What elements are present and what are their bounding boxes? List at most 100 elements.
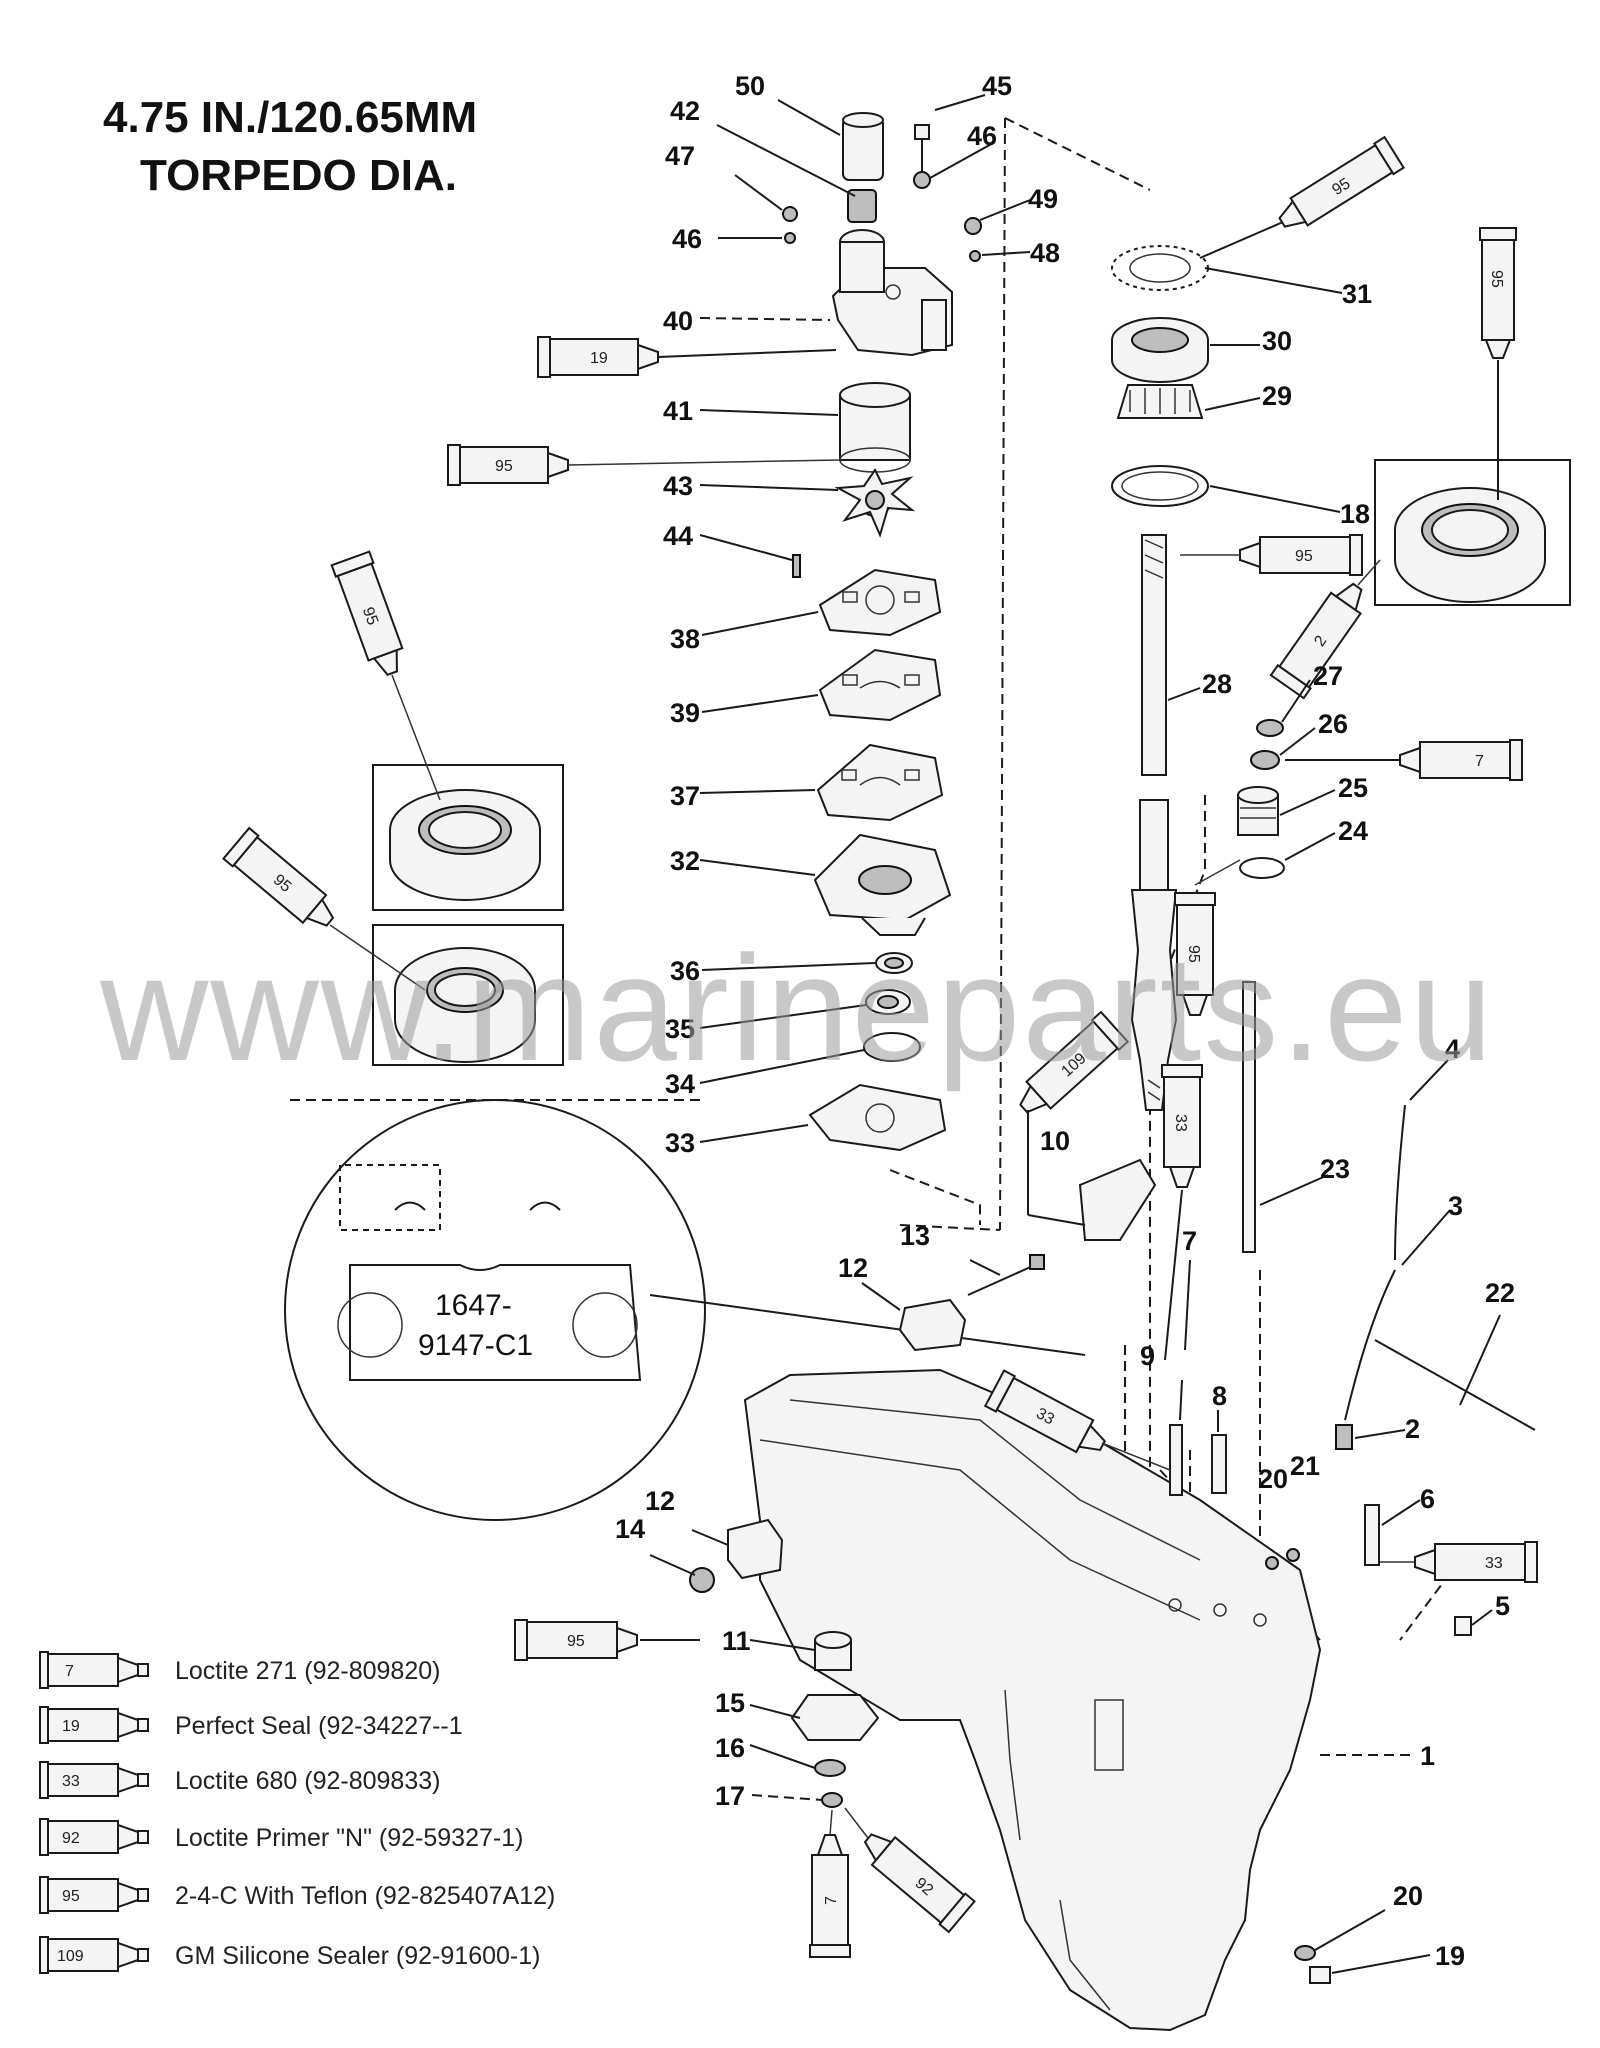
part-31-shim xyxy=(1111,245,1209,291)
legend-code-33: 33 xyxy=(62,1773,80,1790)
part-6-pin xyxy=(1364,1504,1380,1566)
callout-22: 22 xyxy=(1485,1278,1515,1308)
sealant-tubes: 95 95 19 95 xyxy=(222,135,1538,1958)
callout-37: 37 xyxy=(670,781,700,811)
callout-9: 9 xyxy=(1140,1341,1155,1371)
tube-95-left: 95 xyxy=(359,605,381,628)
part-50-sleeve xyxy=(842,112,884,181)
tube-95-top: 95 xyxy=(1329,175,1353,199)
part-18-ring xyxy=(1111,465,1209,507)
part-32-pump-base xyxy=(813,833,952,936)
part-8-dowel xyxy=(1211,1434,1227,1494)
legend-code-19: 19 xyxy=(62,1718,80,1735)
tube-7-26: 7 xyxy=(1475,753,1484,770)
tube-33-6: 33 xyxy=(1485,1555,1503,1572)
legend-row-19: 19 Perfect Seal (92-34227--1 xyxy=(39,1706,463,1744)
callout-40: 40 xyxy=(663,306,693,336)
callout-25: 25 xyxy=(1338,773,1368,803)
part-12-anode-b xyxy=(727,1518,784,1580)
part-33-gasket xyxy=(808,1083,947,1152)
part-15-pinion-gear xyxy=(790,1694,880,1741)
callout-17: 17 xyxy=(715,1781,745,1811)
callout-44: 44 xyxy=(663,521,693,551)
part-28-driveshaft xyxy=(1130,534,1178,1111)
callout-28: 28 xyxy=(1202,669,1232,699)
callout-35: 35 xyxy=(665,1014,695,1044)
part-9-stud xyxy=(1169,1424,1183,1496)
callout-23: 23 xyxy=(1320,1154,1350,1184)
part-12-anode xyxy=(898,1298,967,1352)
part-20-washer-b xyxy=(1294,1945,1316,1961)
callout-11: 11 xyxy=(722,1626,751,1656)
part-30-bearing-cup xyxy=(1111,317,1209,383)
bearing-inset-left-upper xyxy=(372,764,564,911)
legend-code-92: 92 xyxy=(62,1830,80,1847)
legend-text-7: Loctite 271 (92-809820) xyxy=(175,1657,440,1685)
driveshaft-parts xyxy=(1111,245,1285,1111)
callout-leaders xyxy=(649,94,1501,1974)
part-11-bearing xyxy=(814,1631,852,1671)
callout-36: 36 xyxy=(670,956,700,986)
callout-13: 13 xyxy=(900,1221,930,1251)
tube-7-17: 7 xyxy=(823,1896,840,1905)
part-14-nut xyxy=(689,1567,715,1593)
part-47-nut xyxy=(782,206,798,222)
callout-29: 29 xyxy=(1262,381,1292,411)
callout-18: 18 xyxy=(1340,499,1370,529)
callout-16: 16 xyxy=(715,1733,745,1763)
part-16-washer xyxy=(814,1759,846,1777)
callout-31: 31 xyxy=(1342,279,1372,309)
tube-95-right: 95 xyxy=(1488,270,1505,288)
part-23-shift-shaft xyxy=(1242,981,1256,1253)
callout-49: 49 xyxy=(1028,184,1058,214)
part-17-nut xyxy=(821,1792,843,1808)
tube-95-11: 95 xyxy=(567,1633,585,1650)
callout-20-mid: 20 xyxy=(1258,1464,1288,1494)
part-2-fitting xyxy=(1335,1424,1353,1450)
callout-5: 5 xyxy=(1495,1591,1510,1621)
callout-30: 30 xyxy=(1262,326,1292,356)
part-19-drain-screw xyxy=(1309,1966,1331,1984)
part-29-bearing xyxy=(1116,384,1204,419)
callout-14: 14 xyxy=(615,1514,645,1544)
gasket-detail-inset: 1647- 9147-C1 xyxy=(284,1099,1086,1521)
legend-row-92: 92 Loctite Primer "N" (92-59327-1) xyxy=(39,1818,523,1856)
callout-34: 34 xyxy=(665,1069,695,1099)
tube-19: 19 xyxy=(590,350,608,367)
callout-15: 15 xyxy=(715,1688,745,1718)
part-45-screw xyxy=(914,124,930,172)
callout-12-top: 12 xyxy=(838,1253,868,1283)
part-26-nut xyxy=(1250,750,1280,770)
callout-46: 46 xyxy=(672,224,702,254)
misc-parts xyxy=(689,981,1536,1984)
legend-code-7: 7 xyxy=(65,1663,74,1680)
tube-95-28: 95 xyxy=(1295,548,1313,565)
legend-row-109: 109 GM Silicone Sealer (92-91600-1) xyxy=(39,1936,540,1974)
callout-10: 10 xyxy=(1040,1126,1070,1156)
part-41-insert-cup xyxy=(839,382,911,473)
part-24-o-ring xyxy=(1239,857,1285,879)
sealant-legend: 7 Loctite 271 (92-809820) 19 Perfect Sea… xyxy=(39,1651,555,1974)
callout-2: 2 xyxy=(1405,1414,1420,1444)
callout-numbers: 50 45 42 46 47 49 46 48 40 31 30 41 29 4… xyxy=(615,71,1515,1971)
callout-20-lower: 20 xyxy=(1393,1881,1423,1911)
legend-row-95: 95 2-4-C With Teflon (92-825407A12) xyxy=(39,1876,555,1914)
tube-33-7: 33 xyxy=(1172,1114,1189,1132)
part-21-screw xyxy=(1286,1548,1300,1562)
callout-3: 3 xyxy=(1448,1191,1463,1221)
part-10-bracket xyxy=(1078,1158,1157,1241)
title-line-2: TORPEDO DIA. xyxy=(140,151,457,200)
callout-21: 21 xyxy=(1290,1451,1320,1481)
part-3-hose xyxy=(1344,1269,1396,1421)
part-20-washer xyxy=(1265,1556,1279,1570)
part-25-fitting xyxy=(1237,786,1279,836)
bearing-inset-right xyxy=(1374,459,1571,606)
legend-text-19: Perfect Seal (92-34227--1 xyxy=(175,1712,463,1740)
part-48-washer xyxy=(969,250,981,262)
callout-8: 8 xyxy=(1212,1381,1227,1411)
callout-4: 4 xyxy=(1445,1034,1460,1064)
part-39-face-plate xyxy=(818,648,942,722)
callout-48: 48 xyxy=(1030,238,1060,268)
water-pump-parts xyxy=(782,112,982,1152)
inset-label-line-2: 9147-C1 xyxy=(418,1329,533,1362)
